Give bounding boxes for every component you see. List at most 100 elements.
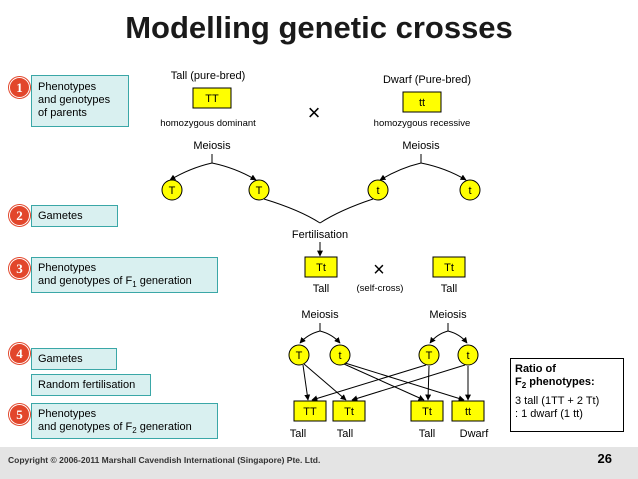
- step-text: Phenotypes: [38, 262, 97, 274]
- fert-arrow: [303, 363, 347, 401]
- fertilisation-line-right: [319, 198, 374, 224]
- meiosis-branch-left-a: [169, 162, 213, 181]
- right-parent-zygosity: homozygous recessive: [374, 118, 471, 129]
- f2-genotype-1: TT: [303, 406, 317, 418]
- step-badge-3: 3: [9, 258, 30, 279]
- step-box-random-fertilisation: Random fertilisation: [31, 374, 151, 396]
- meiosis-label-f1-right: Meiosis: [429, 309, 467, 321]
- right-parent-genotype-box: [402, 91, 442, 113]
- random-fertilisation-arrows: [302, 362, 471, 402]
- f2-genotype-box-1: [293, 400, 327, 422]
- step-text: and genotypes of F: [38, 275, 133, 287]
- f1-cross-symbol: ×: [373, 259, 385, 281]
- gamete-p4: t: [468, 185, 471, 197]
- ratio-line-2: : 1 dwarf (1 tt): [515, 408, 583, 421]
- f1-genotype-box-left: [304, 256, 338, 278]
- meiosis-branch-right-a: [379, 162, 422, 181]
- ratio-heading-text: F: [515, 376, 522, 388]
- ratio-heading-1: Ratio of: [515, 363, 556, 375]
- f2-phenotype-3: Tall: [419, 428, 436, 440]
- fertilisation-line-left: [263, 198, 321, 224]
- gamete-circle-f1-3: [418, 344, 440, 366]
- step-box-f1-gametes: Gametes: [31, 348, 117, 370]
- step-text-line: and genotypes of F1 generation: [38, 275, 211, 291]
- step-box-parents: Phenotypes and genotypes of parents: [31, 75, 129, 127]
- f2-genotype-3: Tt: [422, 406, 432, 418]
- f2-genotype-4: tt: [465, 406, 471, 418]
- meiosis-branch-right-b: [420, 162, 467, 181]
- meiosis-branch-f1-right-b: [447, 330, 468, 344]
- ratio-box: Ratio of F2 phenotypes: 3 tall (1TT + 2 …: [510, 358, 624, 432]
- f1-phenotype-right: Tall: [441, 283, 458, 295]
- step-badge-5: 5: [9, 404, 30, 425]
- meiosis-branch-f1-left-b: [319, 330, 341, 344]
- meiosis-label-left: Meiosis: [193, 140, 231, 152]
- step-text: and genotypes: [38, 94, 111, 106]
- gamete-circle-f1-1: [288, 344, 310, 366]
- fert-arrow: [302, 364, 311, 401]
- gamete-circle-f1-4: [457, 344, 479, 366]
- gamete-f1-3: T: [426, 350, 433, 362]
- f2-phenotype-1: Tall: [290, 428, 307, 440]
- step-box-f2: Phenotypes and genotypes of F2 generatio…: [31, 403, 218, 439]
- fert-arrow: [425, 365, 432, 401]
- gamete-f1-2: t: [338, 350, 341, 362]
- fert-arrow: [344, 362, 465, 402]
- fert-arrow: [311, 364, 427, 402]
- fert-arrow: [343, 363, 425, 401]
- step-text: Gametes: [38, 210, 83, 222]
- step-text: Phenotypes: [38, 408, 97, 420]
- genetic-cross-diagram: Tall (pure-bred) TT homozygous dominant …: [160, 70, 490, 440]
- step-text: Phenotypes: [38, 81, 97, 93]
- meiosis-label-f1-left: Meiosis: [301, 309, 339, 321]
- f1-genotype-left: Tt: [316, 262, 326, 274]
- step-box-f1: Phenotypes and genotypes of F1 generatio…: [31, 257, 218, 293]
- gamete-f1-4: t: [466, 350, 469, 362]
- step-text: Random fertilisation: [38, 379, 136, 391]
- f2-genotype-box-3: [410, 400, 444, 422]
- parent-cross-symbol: ×: [308, 100, 321, 125]
- subscript: 2: [132, 426, 137, 436]
- left-parent-genotype: TT: [205, 93, 219, 105]
- f2-genotype-box-4: [451, 400, 485, 422]
- copyright-text: Copyright © 2006-2011 Marshall Cavendish…: [8, 455, 321, 465]
- gamete-circle-p2: [248, 179, 270, 201]
- right-parent-phenotype: Dwarf (Pure-bred): [383, 74, 471, 86]
- step-badge-1: 1: [9, 77, 30, 98]
- left-parent-genotype-box: [192, 87, 232, 109]
- step-text: Gametes: [38, 353, 83, 365]
- ratio-heading-2: F2 phenotypes:: [515, 376, 619, 392]
- left-parent-phenotype: Tall (pure-bred): [171, 70, 246, 82]
- meiosis-branch-left-b: [211, 162, 257, 181]
- meiosis-branch-f1-right-a: [429, 330, 449, 344]
- gamete-f1-1: T: [296, 350, 303, 362]
- meiosis-branch-f1-left-a: [299, 330, 321, 344]
- step-badge-2: 2: [9, 205, 30, 226]
- right-parent-genotype: tt: [419, 97, 425, 109]
- step-text: of parents: [38, 107, 87, 119]
- gamete-circle-p1: [161, 179, 183, 201]
- page-title: Modelling genetic crosses: [125, 10, 513, 45]
- step-box-gametes: Gametes: [31, 205, 118, 227]
- ratio-heading-text: phenotypes:: [526, 376, 595, 388]
- step-text: and genotypes of F: [38, 421, 133, 433]
- gamete-circle-f1-2: [329, 344, 351, 366]
- step-text-line: and genotypes of F2 generation: [38, 421, 211, 437]
- page-number: 26: [597, 451, 612, 466]
- subscript: 2: [521, 381, 527, 391]
- step-text: generation: [136, 275, 192, 287]
- f2-genotype-box-2: [332, 400, 366, 422]
- footer-bar: Copyright © 2006-2011 Marshall Cavendish…: [0, 447, 638, 479]
- ratio-line-1: 3 tall (1TT + 2 Tt): [515, 395, 600, 408]
- left-parent-zygosity: homozygous dominant: [160, 118, 256, 129]
- f2-phenotype-2: Tall: [337, 428, 354, 440]
- f1-genotype-right: Tt: [444, 262, 454, 274]
- f2-phenotype-4: Dwarf: [460, 428, 490, 440]
- self-cross-label: (self-cross): [357, 283, 404, 294]
- f1-phenotype-left: Tall: [313, 283, 330, 295]
- gamete-p2: T: [256, 185, 263, 197]
- gamete-circle-p4: [459, 179, 481, 201]
- gamete-p3: t: [376, 185, 379, 197]
- subscript: 1: [132, 280, 137, 290]
- step-text: generation: [136, 421, 192, 433]
